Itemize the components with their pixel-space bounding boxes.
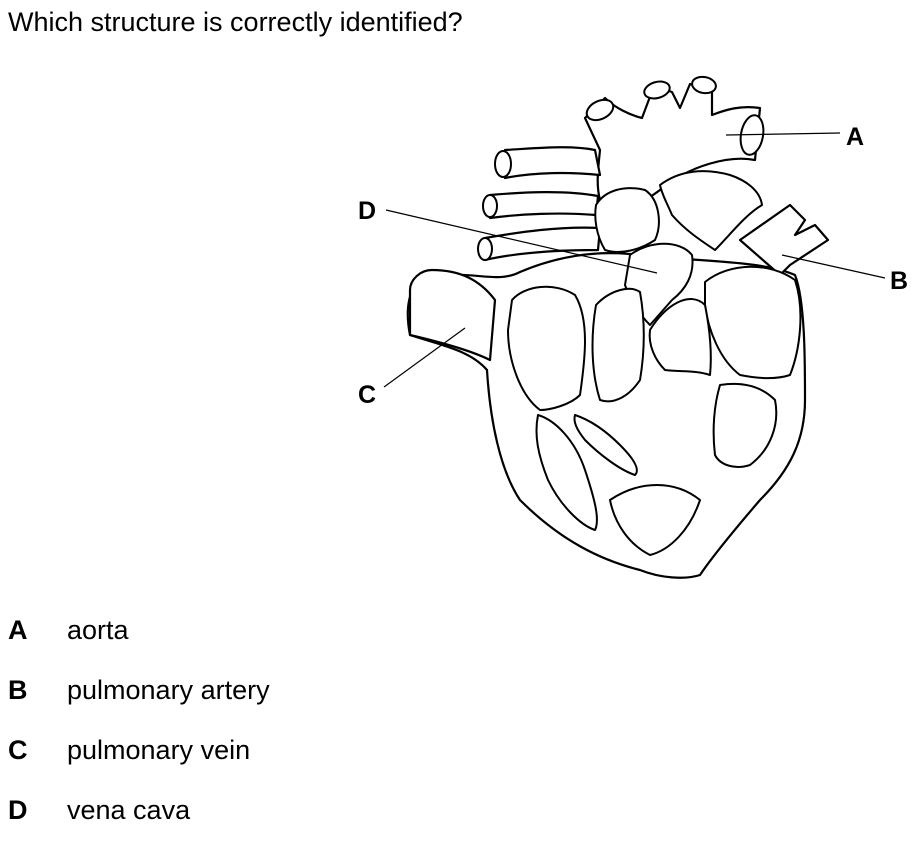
option-d[interactable]: D vena cava — [0, 784, 919, 844]
vessel-opening-1 — [585, 98, 615, 122]
left-ventricle — [704, 265, 802, 379]
option-b-letter: B — [8, 675, 28, 705]
label-b: B — [890, 267, 908, 295]
option-b[interactable]: B pulmonary artery — [0, 664, 919, 724]
leader-line-b — [781, 254, 886, 279]
pulmonary-vein-middle-opening — [482, 194, 498, 218]
label-a: A — [846, 123, 864, 151]
ventricle-base — [609, 484, 701, 556]
right-atrium — [507, 285, 586, 411]
option-b-text: pulmonary artery — [67, 675, 270, 705]
heart-diagram: A B C D — [358, 75, 908, 579]
septum-chamber — [591, 287, 645, 403]
option-d-letter: D — [8, 795, 28, 825]
option-a-text: aorta — [67, 615, 129, 645]
vessel-opening-2 — [643, 80, 671, 100]
right-ventricle-wall — [535, 414, 598, 531]
pulmonary-vein-upper — [503, 146, 602, 180]
question-text: Which structure is correctly identified? — [8, 7, 463, 37]
pulmonary-vein-upper-opening — [494, 150, 512, 178]
answer-options: A aorta B pulmonary artery C pulmonary v… — [0, 604, 919, 844]
vessel-opening-3 — [691, 75, 717, 95]
leader-line-a — [725, 132, 841, 136]
pulmonary-vein-lower — [483, 226, 602, 262]
left-ventricle-wall — [712, 382, 778, 468]
option-c-text: pulmonary vein — [67, 735, 251, 765]
leader-line-d — [385, 209, 658, 274]
option-a-letter: A — [8, 615, 28, 645]
option-c-letter: C — [8, 735, 28, 765]
central-chamber — [648, 298, 712, 376]
pulmonary-vein-lower-opening — [477, 237, 493, 261]
pulmonary-artery-branch — [738, 203, 830, 277]
option-a[interactable]: A aorta — [0, 604, 919, 664]
right-ventricle-inner — [573, 414, 638, 476]
label-d: D — [358, 197, 376, 225]
aorta-root — [659, 170, 763, 251]
pulmonary-vein-middle — [488, 191, 600, 220]
option-d-text: vena cava — [67, 795, 191, 825]
option-c[interactable]: C pulmonary vein — [0, 724, 919, 784]
left-atrium-upper — [594, 187, 660, 253]
leader-line-c — [383, 327, 466, 388]
label-c: C — [358, 381, 376, 409]
